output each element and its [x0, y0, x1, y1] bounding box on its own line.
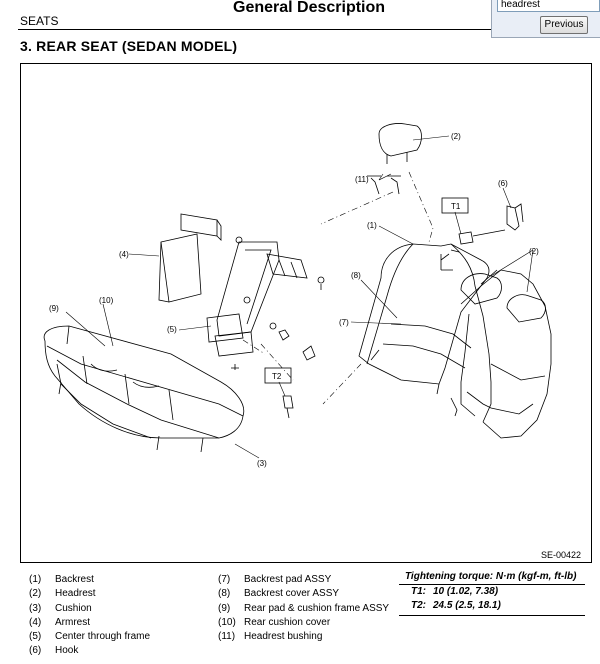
- previous-button[interactable]: Previous: [540, 16, 588, 34]
- legend-row: (7) Backrest pad ASSY: [218, 573, 389, 587]
- legend-number: (7): [218, 574, 231, 585]
- torque-key: T2:: [411, 600, 426, 612]
- figure-code: SE-00422: [541, 550, 582, 560]
- callout-11: (11): [355, 175, 369, 184]
- callout-t2: T2: [272, 372, 282, 381]
- section-heading: 3. REAR SEAT (SEDAN MODEL): [20, 38, 238, 54]
- legend-label: Rear pad & cushion frame ASSY: [244, 602, 390, 614]
- callout-6: (6): [498, 179, 508, 188]
- callout-4: (4): [119, 250, 129, 259]
- legend-label: Cushion: [55, 602, 92, 614]
- legend-number: (8): [218, 588, 231, 600]
- callout-7: (7): [339, 318, 349, 327]
- cushion-part: [43, 325, 245, 453]
- leader-lines: [65, 135, 534, 459]
- torque-key: T1:: [411, 586, 426, 597]
- legend-number: (5): [29, 631, 42, 643]
- legend-label: Backrest cover ASSY: [244, 588, 340, 600]
- hook-part: [506, 203, 524, 231]
- legend-label: Backrest pad ASSY: [244, 574, 332, 585]
- legend-label: Armrest: [55, 616, 90, 628]
- torque-divider: [399, 614, 585, 616]
- legend-number: (11): [218, 631, 236, 643]
- legend-row: (8) Backrest cover ASSY: [218, 587, 389, 601]
- legend-label: Rear cushion cover: [244, 616, 331, 628]
- legend-row: (1) Backrest: [29, 573, 150, 587]
- headrest-part: [367, 123, 422, 195]
- exploded-view-drawing: (2) (11) (6) (1) (2) (4) (8) (9) (10) (7…: [43, 123, 552, 468]
- torque-row: T1: 10 (1.02, 7.38): [399, 585, 585, 599]
- legend-right-column: (7) Backrest pad ASSY (8) Backrest cover A…: [218, 573, 389, 644]
- legend-row: (2) Headrest: [29, 587, 150, 601]
- callout-3: (3): [257, 459, 267, 468]
- legend-label: Headrest bushing: [244, 631, 323, 643]
- armrest-part: [158, 213, 222, 303]
- callout-10: (10): [99, 296, 114, 305]
- header-divider: [18, 29, 600, 30]
- legend-row: (5) Center through frame: [29, 630, 150, 644]
- center-frame-part: [206, 236, 325, 370]
- legend-row: (10) Rear cushion cover: [218, 616, 389, 630]
- legend-label: Backrest: [55, 574, 94, 585]
- legend-left-column: (1) Backrest (2) Headrest (3) Cushion (4) Ar…: [29, 573, 150, 659]
- torque-value: 24.5 (2.5, 18.1): [433, 600, 501, 612]
- figure-frame: [20, 63, 592, 563]
- callout-2-right: (2): [529, 247, 539, 256]
- legend-label: Hook: [55, 645, 79, 657]
- legend-number: (6): [29, 645, 42, 657]
- callout-8: (8): [351, 271, 361, 280]
- callout-t1: T1: [451, 202, 461, 211]
- legend-label: Center through frame: [55, 631, 151, 643]
- legend-row: (9) Rear pad & cushion frame ASSY: [218, 602, 389, 616]
- legend-row: (4) Armrest: [29, 616, 150, 630]
- torque-row: T2: 24.5 (2.5, 18.1): [399, 599, 585, 613]
- legend-number: (10): [218, 616, 236, 628]
- backrest-part: [358, 243, 552, 439]
- callout-9: (9): [49, 304, 59, 313]
- legend-number: (3): [29, 602, 42, 614]
- legend-number: (9): [218, 602, 231, 614]
- legend-number: (4): [29, 616, 42, 628]
- callout-5: (5): [167, 325, 177, 334]
- torque-callout-boxes: T1 T2: [264, 197, 469, 384]
- legend-row: (3) Cushion: [29, 602, 150, 616]
- page-title: General Description: [233, 0, 386, 16]
- torque-table: Tightening torque: N·m (kgf-m, ft-lb) T1…: [399, 570, 585, 616]
- legend-row: (6) Hook: [29, 644, 150, 658]
- callout-labels: (2) (11) (6) (1) (2) (4) (8) (9) (10) (7…: [49, 132, 539, 468]
- legend-number: (1): [29, 574, 42, 585]
- legend-number: (2): [29, 588, 42, 600]
- fastener-bolts: [282, 229, 506, 419]
- legend-label: Headrest: [55, 588, 96, 600]
- torque-value: 10 (1.02, 7.38): [433, 586, 499, 597]
- find-input[interactable]: [497, 0, 600, 12]
- torque-title: Tightening torque: N·m (kgf-m, ft-lb): [399, 570, 585, 585]
- callout-1: (1): [367, 221, 377, 230]
- callout-2-top: (2): [451, 132, 461, 141]
- section-label: SEATS: [20, 14, 59, 28]
- legend-row: (11) Headrest bushing: [218, 630, 389, 644]
